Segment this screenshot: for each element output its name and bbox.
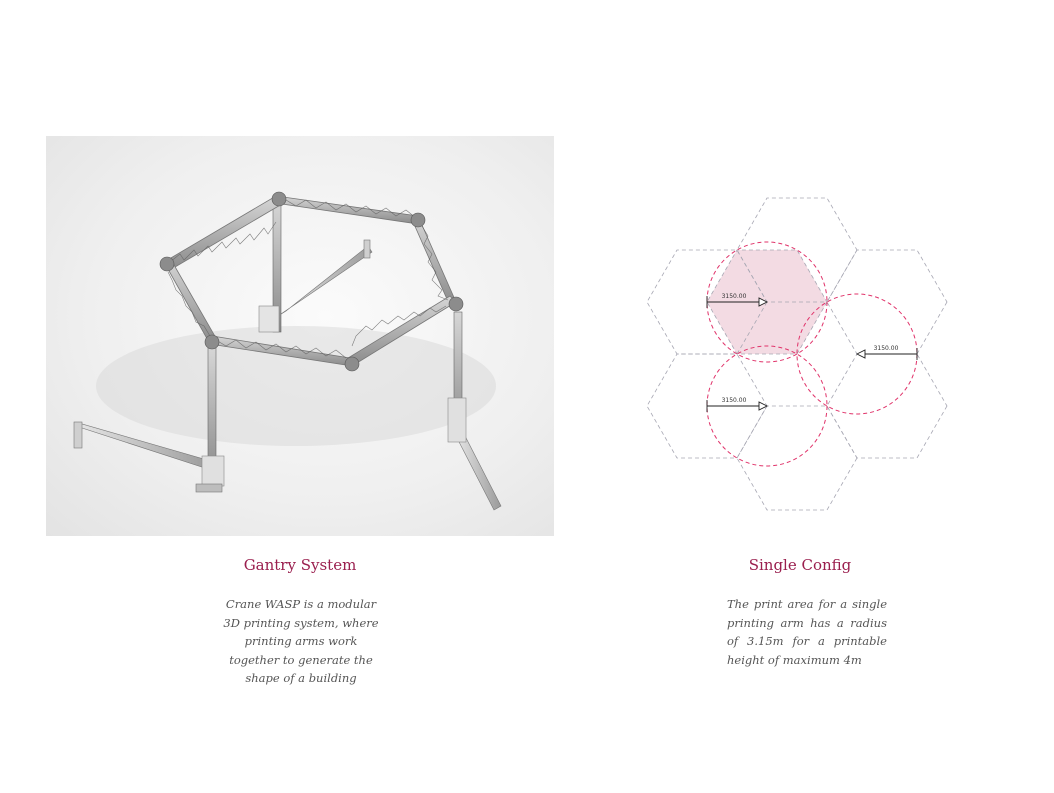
reach-circle-lower-left (706, 345, 828, 467)
dimension-label-upper: 3150.00 (722, 293, 747, 300)
hex-lower-right (826, 353, 948, 459)
gantry-system-title: Gantry System (243, 556, 357, 574)
reach-circle-upper-left (706, 241, 828, 363)
hex-config-svg: 3150.00 3150.00 3150.00 (646, 197, 948, 511)
gantry-illustration (73, 191, 502, 511)
dimension-label-right: 3150.00 (874, 345, 899, 352)
hex-upper-right (826, 249, 948, 355)
single-config-description: The print area for a single printing arm… (727, 597, 887, 667)
gantry-render (46, 136, 554, 536)
single-config-title: Single Config (748, 556, 852, 574)
single-config-diagram: 3150.00 3150.00 3150.00 (640, 190, 956, 524)
dimension-label-lower: 3150.00 (722, 397, 747, 404)
hex-bottom (736, 405, 858, 511)
gantry-system-description: Crane WASP is a modular 3D printing syst… (223, 597, 379, 685)
